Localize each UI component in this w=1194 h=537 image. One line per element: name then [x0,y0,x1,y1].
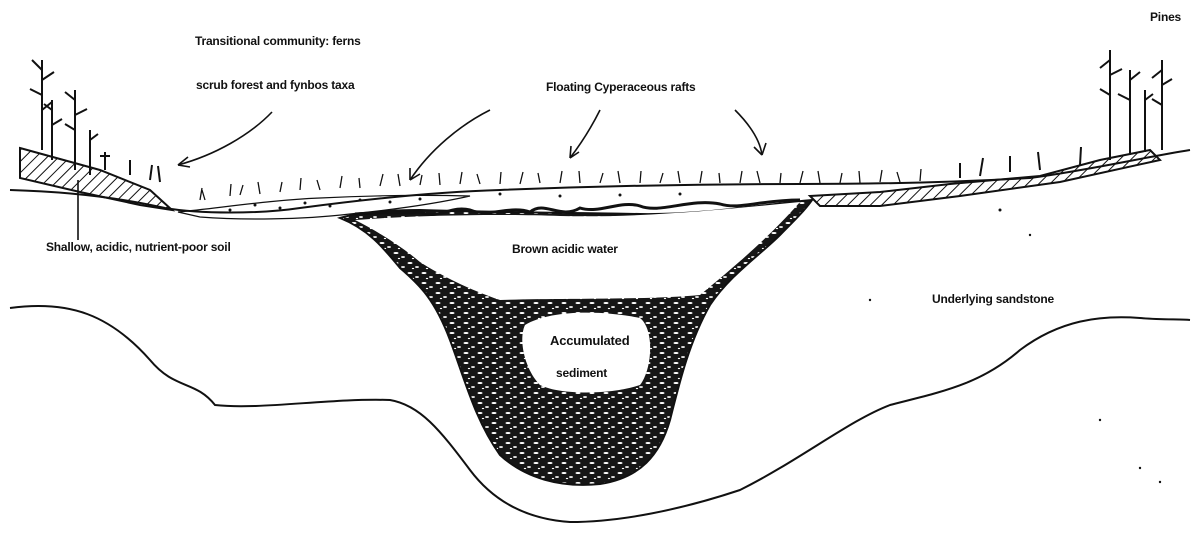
arrow-raft-3 [735,110,762,155]
sandstone-dots [869,209,1161,484]
label-sediment-line2: sediment [556,366,607,380]
label-transitional-line1: Transitional community: ferns [195,34,361,48]
label-sediment-line1: Accumulated [550,333,629,348]
label-pines: Pines [1150,10,1181,24]
label-shallow-soil: Shallow, acidic, nutrient-poor soil [46,240,231,254]
sediment-label-patch [522,313,650,393]
label-underlying-sandstone: Underlying sandstone [932,292,1054,306]
label-transitional-line2: scrub forest and fynbos taxa [196,78,354,92]
soil-wedge-right [810,150,1160,206]
label-floating-rafts: Floating Cyperaceous rafts [546,80,696,94]
label-brown-water: Brown acidic water [512,242,618,256]
arrow-transitional [178,112,272,165]
arrow-raft-1 [410,110,490,180]
arrow-raft-2 [570,110,600,158]
